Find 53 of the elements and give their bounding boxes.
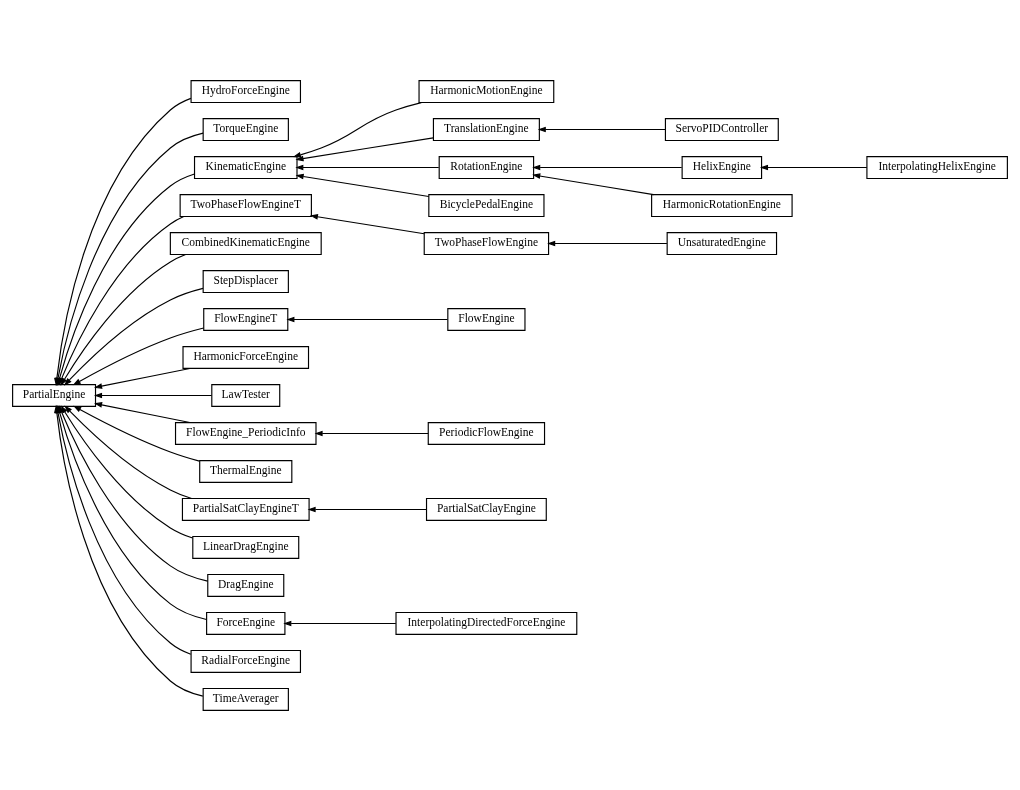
arrow [314, 430, 429, 436]
node-box: HydroForceEngine [190, 79, 302, 103]
arrow [532, 164, 683, 170]
node-box: InterpolatingDirectedForceEngine [395, 611, 578, 635]
arrow [532, 172, 655, 195]
node-box: HarmonicMotionEngine [418, 79, 555, 103]
arrow [295, 136, 434, 161]
arrow [307, 506, 427, 512]
node-box: BicyclePedalEngine [428, 193, 545, 217]
node-box: RotationEngine [438, 155, 535, 179]
node-box: HarmonicRotationEngine [651, 193, 793, 217]
arrow [283, 620, 397, 626]
arrow [292, 101, 422, 158]
arrow [295, 164, 440, 170]
arrow [286, 316, 449, 322]
node-box: LawTester [211, 383, 281, 407]
node-box: ServoPIDController [664, 117, 779, 141]
node-box: FlowEngine_PeriodicInfo [174, 421, 317, 445]
node-box: TranslationEngine [432, 117, 540, 141]
node-box: TimeAverager [202, 687, 289, 711]
node-box: LinearDragEngine [192, 535, 300, 559]
node-box: HelixEngine [681, 155, 763, 179]
node-box: CombinedKinematicEngine [169, 231, 322, 255]
node-box: TwoPhaseFlowEngine [423, 231, 550, 255]
node-box: FlowEngine [447, 307, 526, 331]
node-box: PeriodicFlowEngine [427, 421, 546, 445]
arrow [94, 367, 191, 389]
node-box: TorqueEngine [202, 117, 289, 141]
node-box: PartialSatClayEngineT [181, 497, 310, 521]
arrow [537, 126, 666, 132]
arrow [94, 392, 213, 398]
arrow [94, 401, 191, 423]
node-box: PartialEngine [12, 383, 97, 407]
arrow [72, 326, 205, 385]
node-box: HarmonicForceEngine [182, 345, 310, 369]
node-box: DragEngine [207, 573, 285, 597]
node-box: InterpolatingHelixEngine [866, 155, 1008, 179]
node-box: FlowEngineT [203, 307, 289, 331]
node-box: PartialSatClayEngine [425, 497, 547, 521]
arrow [759, 164, 868, 170]
node-box: ThermalEngine [199, 459, 293, 483]
arrow [309, 213, 425, 234]
node-box: StepDisplacer [202, 269, 289, 293]
node-box: UnsaturatedEngine [666, 231, 778, 255]
node-box: TwoPhaseFlowEngineT [179, 193, 312, 217]
arrow [73, 405, 200, 462]
node-box: KinematicEngine [193, 155, 298, 179]
node-box: RadialForceEngine [190, 649, 302, 673]
arrow [295, 173, 430, 197]
arrow [63, 287, 204, 386]
arrow [64, 404, 193, 499]
node-box: ForceEngine [206, 611, 286, 635]
arrow [547, 240, 668, 246]
